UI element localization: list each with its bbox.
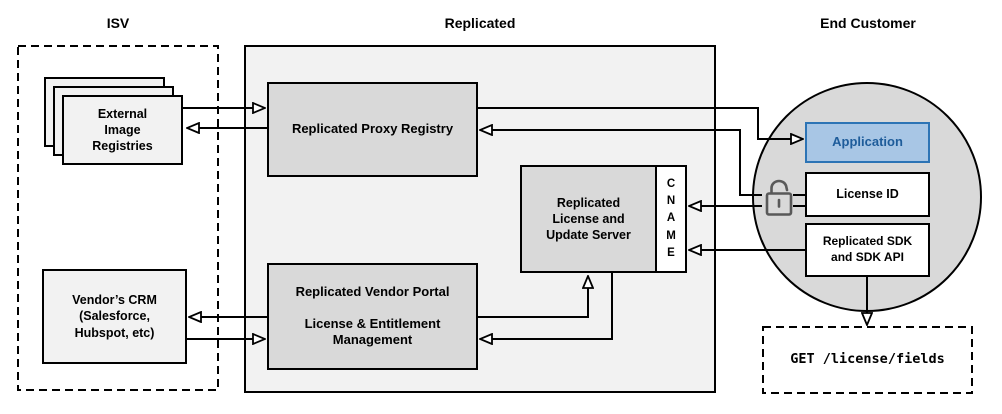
api-request-box: GET /license/fields	[763, 327, 972, 393]
edge-portal-to-license-server	[478, 276, 588, 318]
replicated-sdk-label: Replicated SDK and SDK API	[822, 234, 913, 264]
vendor-crm-label: Vendor’s CRM (Salesforce, Hubspot, etc)	[72, 293, 157, 340]
unlocked-padlock-icon	[762, 177, 793, 219]
api-request-label: GET /license/fields	[790, 351, 945, 368]
application-box: Application	[805, 122, 930, 163]
license-id-label: License ID	[836, 187, 899, 202]
api-request-container	[762, 326, 973, 394]
zone-label-replicated: Replicated	[444, 15, 516, 31]
application-label: Application	[832, 134, 903, 150]
vendor-portal-subtitle: License & Entitlement Management	[304, 315, 441, 348]
vendor-portal-title: Replicated Vendor Portal	[295, 283, 450, 299]
replicated-sdk-box: Replicated SDK and SDK API	[805, 223, 930, 277]
edge-license-server-to-portal	[480, 273, 613, 339]
license-id-box: License ID	[805, 172, 930, 217]
isv-zone-container	[17, 45, 219, 391]
cname-label: CNAME	[666, 177, 676, 259]
zone-label-end-customer: End Customer	[820, 15, 916, 31]
external-image-registries-label: External Image Registries	[92, 106, 153, 154]
external-image-registries-box: External Image Registries	[62, 95, 183, 165]
replicated-vendor-portal-box: Replicated Vendor Portal License & Entit…	[267, 263, 478, 370]
replicated-proxy-registry-box: Replicated Proxy Registry	[267, 82, 478, 177]
license-update-server-box: Replicated License and Update Server	[520, 165, 657, 273]
cname-strip: CNAME	[655, 165, 687, 273]
replicated-proxy-registry-label: Replicated Proxy Registry	[291, 121, 454, 137]
license-update-server-label: Replicated License and Update Server	[546, 195, 631, 243]
vendor-crm-box: Vendor’s CRM (Salesforce, Hubspot, etc)	[42, 269, 187, 364]
edge-proxy-to-application	[478, 107, 803, 139]
zone-label-isv: ISV	[106, 15, 130, 31]
